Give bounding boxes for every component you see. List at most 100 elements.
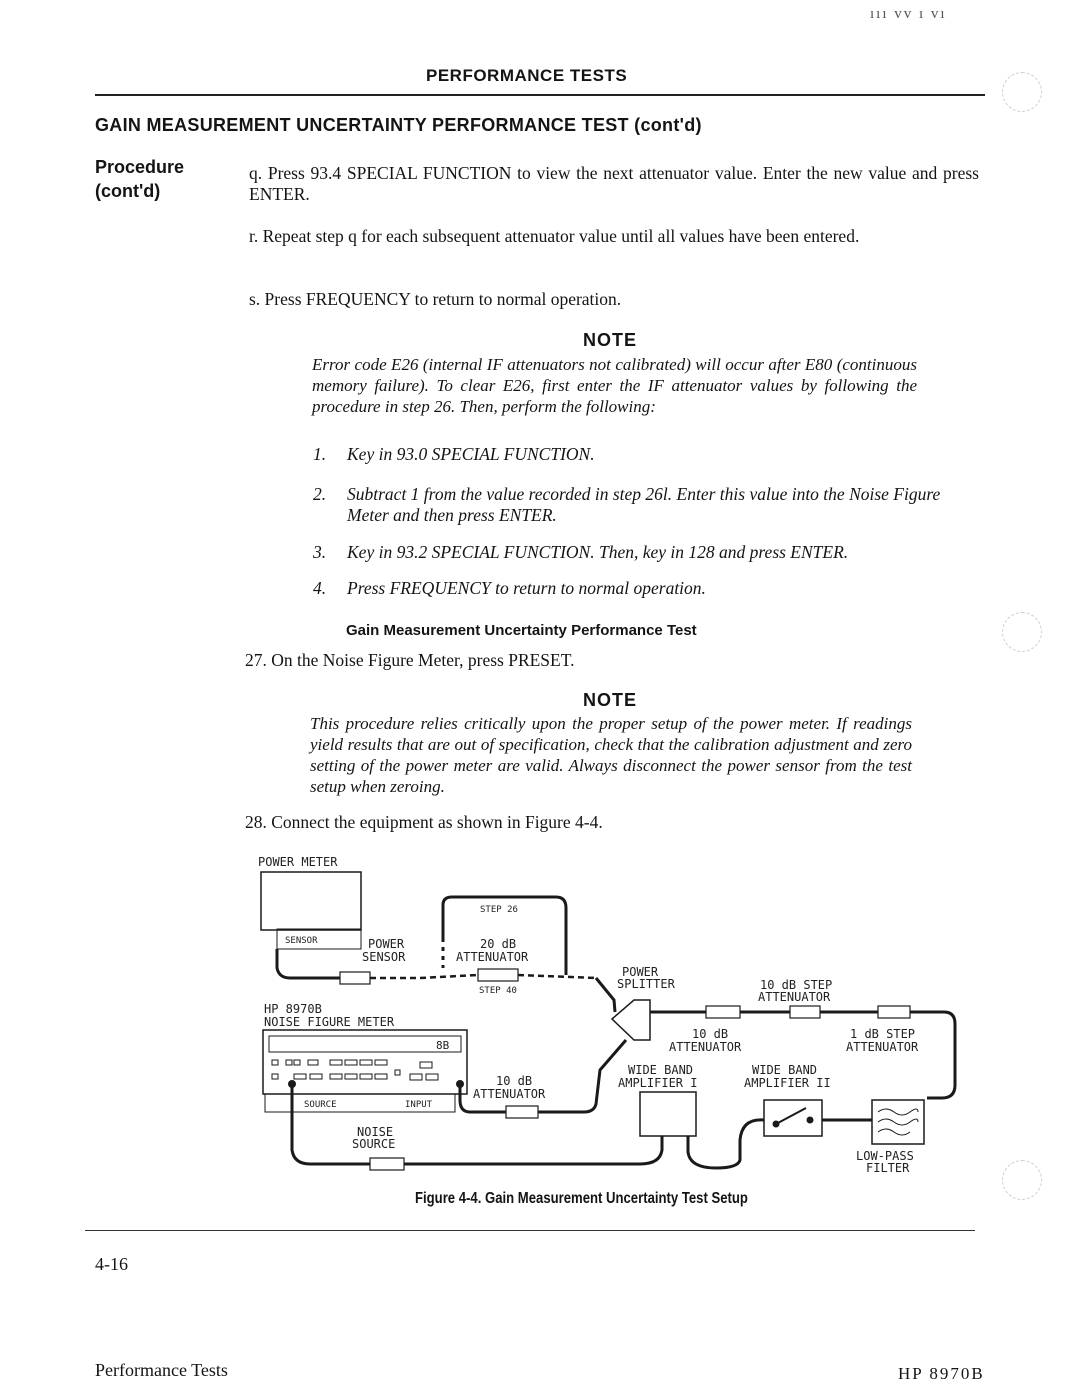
- attenuator-10db-input: [505, 1105, 539, 1119]
- label-wb1-1: WIDE BAND: [628, 1063, 693, 1077]
- label-lpf-1: LOW-PASS: [856, 1149, 914, 1163]
- cable: [404, 1136, 664, 1166]
- label-step10-1: 10 dB STEP: [760, 978, 832, 992]
- subheading: Gain Measurement Uncertainty Performance…: [346, 622, 697, 639]
- label-lpf-2: FILTER: [866, 1161, 910, 1175]
- nfm-port-panel: [264, 1093, 456, 1113]
- page-corner-mark: ııı vv ı vı: [870, 6, 947, 22]
- label-source-port: SOURCE: [304, 1100, 337, 1110]
- label-att10b-1: 10 dB: [496, 1074, 532, 1088]
- label-nfm: NOISE FIGURE METER: [264, 1015, 395, 1029]
- attenuator-1db-step: [877, 1005, 911, 1019]
- header-rule: [95, 94, 985, 96]
- attenuator-10db-step: [789, 1005, 821, 1019]
- input-connector: [456, 1080, 464, 1088]
- label-step26: STEP 26: [480, 905, 518, 915]
- power-sensor-body: [339, 971, 371, 985]
- label-splitter-1: POWER: [622, 965, 659, 979]
- test-title: GAIN MEASUREMENT UNCERTAINTY PERFORMANCE…: [95, 115, 702, 135]
- note-title: NOTE: [583, 330, 638, 350]
- nfm-keypad: [271, 1059, 439, 1081]
- noise-source-body: [369, 1157, 405, 1171]
- note-list-item: 3. Key in 93.2 SPECIAL FUNCTION. Then, ke…: [313, 542, 978, 563]
- label-sensor: SENSOR: [285, 936, 318, 946]
- note-item-text: Key in 93.2 SPECIAL FUNCTION. Then, key …: [347, 542, 849, 562]
- note-body: This procedure relies critically upon th…: [310, 714, 912, 796]
- nfm-display: [268, 1035, 462, 1053]
- footer-section-name: Performance Tests: [95, 1360, 228, 1380]
- note-title: NOTE: [583, 690, 638, 710]
- source-connector: [288, 1080, 296, 1088]
- cable: [910, 1010, 957, 1100]
- note-list-item: 4. Press FREQUENCY to return to normal op…: [313, 578, 978, 599]
- note-item-text: Key in 93.0 SPECIAL FUNCTION.: [347, 444, 595, 464]
- label-input-port: INPUT: [405, 1100, 433, 1110]
- punch-hole: [1002, 72, 1042, 112]
- note-item-text: Subtract 1 from the value recorded in st…: [347, 484, 941, 525]
- note-item-number: 3.: [313, 542, 327, 562]
- note-item-number: 4.: [313, 578, 327, 598]
- label-hp-model: HP 8970B: [264, 1002, 322, 1016]
- label-wb2-1: WIDE BAND: [752, 1063, 817, 1077]
- step-28: 28. Connect the equipment as shown in Fi…: [245, 812, 603, 832]
- step-q: q. Press 93.4 SPECIAL FUNCTION to view t…: [249, 163, 979, 204]
- step40-path: [419, 973, 597, 980]
- label-power-sensor-1: POWER: [368, 937, 405, 951]
- label-noise-1: NOISE: [357, 1125, 393, 1139]
- note-item-text: Press FREQUENCY to return to normal oper…: [347, 578, 706, 598]
- procedure-label-line2: (cont'd): [95, 181, 161, 201]
- footer-rule: [85, 1230, 975, 1231]
- footer-model: HP 8970B: [898, 1364, 985, 1383]
- step-27: 27. On the Noise Figure Meter, press PRE…: [245, 650, 575, 670]
- punch-hole: [1002, 612, 1042, 652]
- label-att20-1: 20 dB: [480, 937, 516, 951]
- label-step10-2: ATTENUATOR: [758, 990, 831, 1004]
- note-list-item: 2. Subtract 1 from the value recorded in …: [313, 484, 978, 526]
- note-list-item: 1. Key in 93.0 SPECIAL FUNCTION.: [313, 444, 978, 465]
- page-number: 4-16: [95, 1254, 128, 1274]
- label-wb1-2: AMPLIFIER I: [618, 1076, 697, 1090]
- cable: [458, 1084, 506, 1114]
- power-splitter: [610, 999, 651, 1041]
- label-power-sensor-2: SENSOR: [362, 950, 406, 964]
- note-item-number: 1.: [313, 444, 327, 464]
- procedure-label-line1: Procedure: [95, 157, 185, 177]
- label-step1-1: 1 dB STEP: [850, 1027, 915, 1041]
- label-step1-2: ATTENUATOR: [846, 1040, 919, 1054]
- label-att10a-1: 10 dB: [692, 1027, 728, 1041]
- step-s: s. Press FREQUENCY to return to normal o…: [249, 289, 622, 309]
- power-meter-box: [260, 871, 362, 931]
- wide-band-amplifier-i: [639, 1091, 697, 1137]
- switch-node: [772, 1120, 780, 1128]
- switch-symbol: [775, 1107, 807, 1125]
- step26-loop: [441, 895, 568, 975]
- cable: [686, 1118, 765, 1170]
- filter-symbol: [877, 1108, 919, 1136]
- low-pass-filter: [871, 1099, 925, 1145]
- cable: [538, 1039, 628, 1114]
- label-noise-2: SOURCE: [352, 1137, 395, 1151]
- figure-caption: Figure 4-4. Gain Measurement Uncertainty…: [415, 1190, 748, 1207]
- splitter-input-cable: [594, 977, 617, 1013]
- power-meter-cable: [275, 949, 340, 980]
- label-step40: STEP 40: [479, 986, 517, 996]
- punch-hole: [1002, 1160, 1042, 1200]
- attenuator-10db-fixed: [705, 1005, 741, 1019]
- test-setup-diagram: POWER METER SENSOR POWER SENSOR STEP 26 …: [258, 855, 957, 1175]
- label-att10a-2: ATTENUATOR: [669, 1040, 742, 1054]
- procedure-label: Procedure (cont'd): [95, 155, 184, 203]
- cable: [290, 1084, 370, 1166]
- power-meter-sensor-panel: [276, 928, 362, 950]
- label-nfm-display: 8B: [436, 1039, 450, 1052]
- note-item-number: 2.: [313, 484, 327, 504]
- attenuator-20db-body: [477, 968, 519, 982]
- wide-band-amplifier-ii: [763, 1099, 823, 1137]
- switch-node: [806, 1116, 814, 1124]
- label-wb2-2: AMPLIFIER II: [744, 1076, 831, 1090]
- step-r: r. Repeat step q for each subsequent att…: [249, 226, 860, 246]
- label-att20-2: ATTENUATOR: [456, 950, 529, 964]
- label-power-meter: POWER METER: [258, 855, 338, 869]
- label-att10b-2: ATTENUATOR: [473, 1087, 546, 1101]
- section-header: PERFORMANCE TESTS: [426, 66, 628, 85]
- label-splitter-2: SPLITTER: [617, 977, 676, 991]
